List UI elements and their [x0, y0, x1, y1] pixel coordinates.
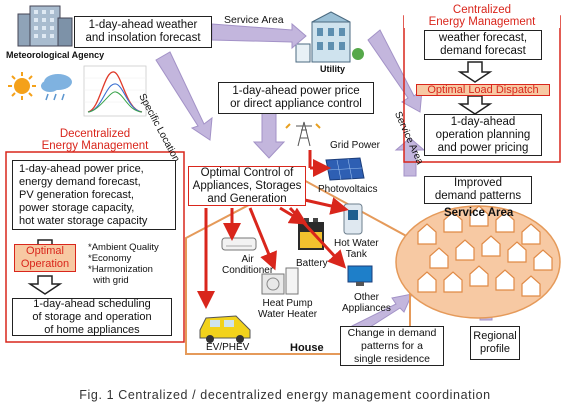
heat-pump-label: Heat Pump Water Heater [258, 298, 318, 320]
utility-building-icon [295, 11, 364, 63]
rain-cloud-icon [41, 74, 72, 101]
optimal-control-box: Optimal Control of Appliances, Storages … [188, 166, 306, 206]
transmission-tower-icon [285, 121, 321, 147]
demand-forecast-box: weather forecast, demand forecast [424, 30, 542, 60]
power-price-box: 1-day-ahead power price or direct applia… [218, 82, 374, 114]
control-arrows [197, 159, 349, 309]
met-agency-label: Meteorological Agency [6, 50, 105, 60]
battery-label: Battery [296, 258, 328, 269]
regional-profile-box: Regional profile [470, 326, 520, 360]
improved-demand-box: Improved demand patterns [424, 176, 532, 204]
photovoltaics-label: Photovoltaics [318, 184, 378, 195]
scheduling-box: 1-day-ahead scheduling of storage and op… [12, 298, 172, 336]
ev-label: EV/PHEV [206, 342, 250, 353]
service-area-top-label: Service Area [224, 14, 284, 26]
optimal-load-dispatch-box: Optimal Load Dispatch [416, 84, 550, 96]
decentralized-frame [5, 151, 185, 343]
air-conditioner-label: Air Conditioner [222, 254, 274, 276]
change-demand-box: Change in demand patterns for a single r… [340, 326, 444, 366]
house-label: House [290, 342, 324, 354]
sun-icon [8, 72, 36, 100]
solar-panel-icon [325, 157, 365, 181]
ev-car-icon [199, 315, 251, 343]
criteria-list: *Ambient Quality *Economy *Harmonization… [88, 242, 159, 286]
service-area-label: Service Area [444, 207, 514, 219]
hot-water-tank-label: Hot Water Tank [334, 238, 379, 260]
optimal-operation-box: Optimal Operation [14, 244, 76, 272]
service-area-region [395, 205, 561, 319]
figure-caption: Fig. 1 Centralized / decentralized energ… [79, 388, 491, 402]
other-appliances-icon [347, 265, 373, 286]
operation-planning-box: 1-day-ahead operation planning and power… [424, 114, 542, 156]
hot-water-tank-icon [343, 203, 363, 235]
decentralized-title: Decentralized Energy Management [41, 128, 149, 152]
insolation-chart-thumbnail [83, 65, 147, 117]
inputs-box: 1-day-ahead power price, energy demand f… [12, 160, 176, 230]
met-agency-building-icon [17, 5, 73, 47]
service-area-houses [417, 205, 553, 297]
heat-pump-icon [261, 267, 299, 295]
grid-power-label: Grid Power [330, 140, 381, 151]
centralized-title: Centralized Energy Management [404, 4, 560, 28]
purple-flow-arrows [155, 22, 502, 337]
utility-label: Utility [320, 64, 346, 74]
other-appliances-label: Other Appliances [342, 292, 391, 314]
air-conditioner-icon [221, 237, 257, 251]
weather-forecast-box: 1-day-ahead weather and insolation forec… [74, 16, 212, 48]
